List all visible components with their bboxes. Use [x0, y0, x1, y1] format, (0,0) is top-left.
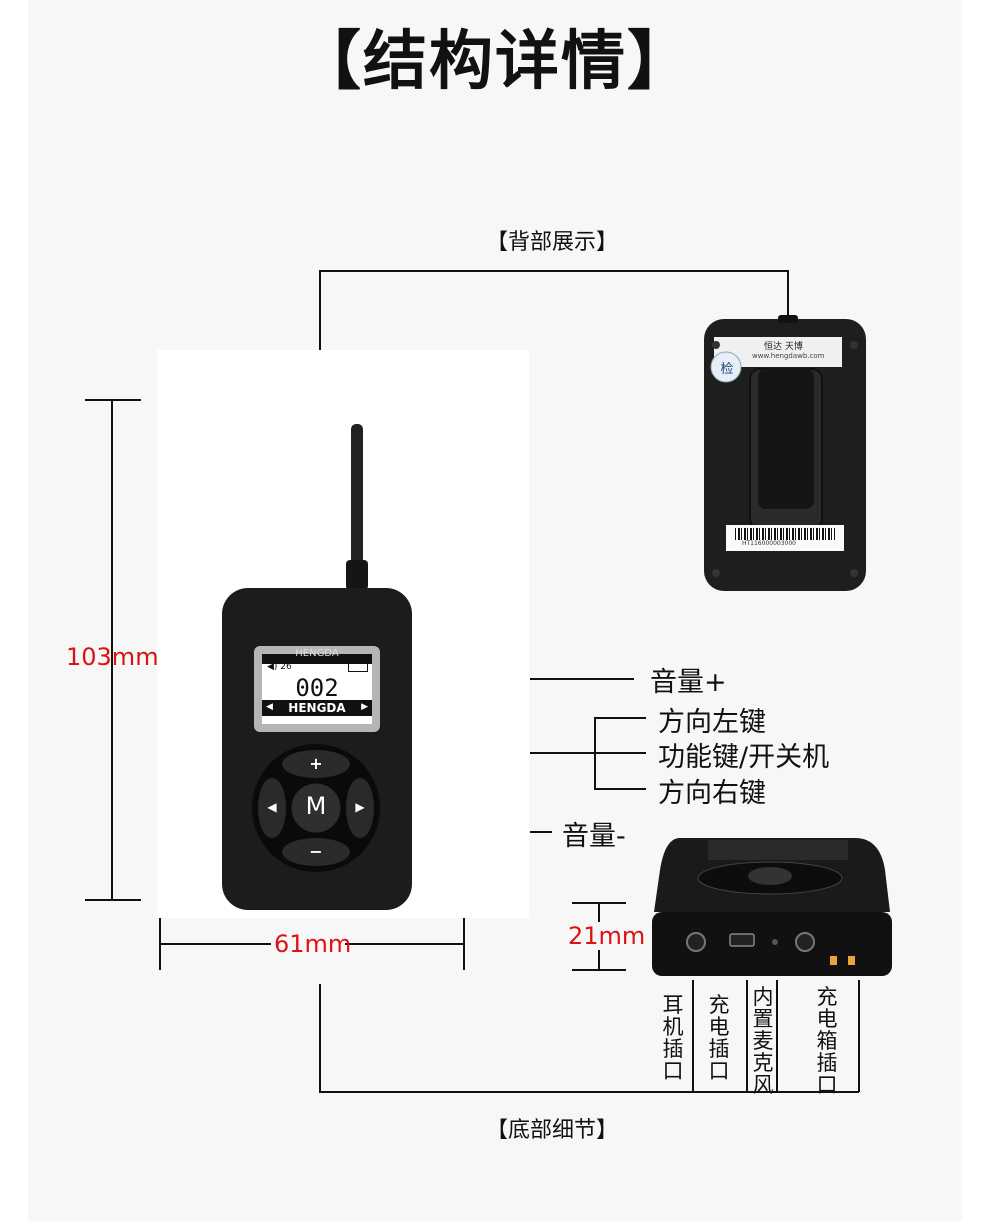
- keypad-minus-label: −: [309, 842, 323, 861]
- height-dimension: 103mm: [66, 643, 159, 671]
- back-connector-top: [319, 270, 789, 272]
- volume-up-label: 音量+: [650, 667, 727, 698]
- function-key-pointer: [594, 752, 646, 754]
- height-line: [111, 400, 113, 900]
- dock-connector: [858, 980, 860, 1092]
- keypad-m-label: M: [305, 792, 327, 820]
- back-screw-br: [850, 569, 858, 577]
- bottom-bracket-base: [319, 1091, 859, 1093]
- bottom-device: [652, 838, 892, 976]
- width-line-left: [161, 943, 271, 945]
- screen-header-bar: [262, 654, 372, 664]
- right-key-pointer: [594, 788, 646, 790]
- bottom-m-button: [748, 867, 792, 885]
- keypad-plus-label: +: [309, 754, 323, 773]
- barcode-number: HT116000003000: [742, 540, 796, 547]
- back-badge-text: 检: [720, 362, 734, 377]
- back-top-clip: [778, 315, 798, 323]
- screen-battery-icon: [348, 663, 368, 672]
- up-button: [282, 750, 350, 778]
- usb-port: [729, 933, 755, 947]
- right-button: [346, 778, 374, 838]
- screen-brand-header: HENGDA: [295, 648, 339, 659]
- antenna-base: [346, 560, 368, 590]
- back-badge: [710, 351, 742, 383]
- earphone-connector: [692, 980, 694, 1092]
- function-key-label: 功能键/开关机: [658, 742, 830, 773]
- dock-port: [795, 932, 815, 952]
- width-dimension: 61mm: [274, 930, 352, 958]
- left-key-pointer: [594, 717, 646, 719]
- earphone-port: [686, 932, 706, 952]
- screen-volume-value: 26: [280, 662, 292, 672]
- back-brand-text: 恒达 天博: [764, 342, 803, 352]
- dock-contact-2: [848, 956, 855, 965]
- screen-footer: ◀ HENGDA ▶: [266, 701, 368, 715]
- keypad-left-label: ◀: [267, 800, 277, 814]
- earphone-port-label: 耳机插口: [662, 993, 684, 1083]
- volume-down-pointer: [530, 831, 552, 833]
- screen-channel: 002: [295, 674, 339, 702]
- height-bottom-tick: [85, 899, 141, 901]
- back-screw-bl: [712, 569, 720, 577]
- screen-footer-label: HENGDA: [288, 701, 346, 715]
- mic-hole: [772, 939, 778, 945]
- down-button: [282, 838, 350, 866]
- belt-clip-slot: [758, 369, 814, 509]
- screen-volume-indicator: ◀) 26: [267, 662, 292, 672]
- left-button: [258, 778, 286, 838]
- page-title: 【结构详情】: [297, 25, 693, 99]
- barcode: [735, 528, 835, 540]
- dock-contact-1: [830, 956, 837, 965]
- back-screw-tr: [850, 341, 858, 349]
- back-connector-left: [319, 270, 321, 352]
- back-connector-right: [787, 270, 789, 320]
- m-button: [288, 780, 344, 836]
- keypad-right-label: ▶: [355, 800, 365, 814]
- thickness-bottom-tick: [572, 969, 626, 971]
- charging-port-label: 充电插口: [708, 993, 730, 1083]
- function-pointer: [530, 752, 594, 754]
- screen-footer-bar: [262, 700, 372, 716]
- mic-connector: [776, 980, 778, 1092]
- back-screw-tl: [712, 341, 720, 349]
- volume-down-label: 音量-: [562, 821, 626, 852]
- mic-label: 内置麦克风: [752, 985, 774, 1097]
- charging-connector: [746, 980, 748, 1092]
- height-top-tick: [85, 399, 141, 401]
- bottom-screen: [708, 840, 848, 860]
- volume-up-pointer: [530, 678, 634, 680]
- bottom-bracket-left: [319, 984, 321, 1092]
- back-view-title: 【背部展示】: [486, 230, 619, 255]
- width-line-right: [345, 943, 463, 945]
- dock-port-label: 充电箱插口: [816, 985, 838, 1097]
- width-left-tick: [159, 918, 161, 970]
- right-key-label: 方向右键: [658, 778, 766, 809]
- left-key-label: 方向左键: [658, 707, 766, 738]
- back-website-text: www.hengdawb.com: [752, 352, 825, 360]
- bottom-detail-title: 【底部细节】: [486, 1118, 619, 1143]
- thickness-dimension: 21mm: [568, 922, 646, 950]
- width-right-tick: [463, 918, 465, 970]
- antenna: [351, 424, 363, 574]
